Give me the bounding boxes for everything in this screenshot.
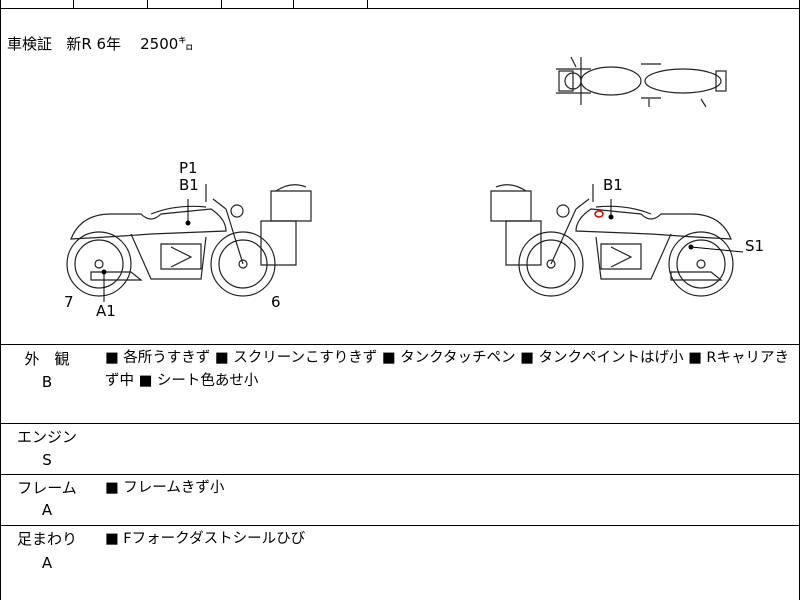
- motorcycle-top-view: [556, 56, 727, 108]
- mark-b1-right: B1: [603, 176, 623, 194]
- grade: B: [41, 373, 53, 391]
- condition-row-engine: エンジン S: [1, 424, 799, 475]
- category-label: 外 観: [24, 350, 70, 368]
- header-cell: [147, 0, 222, 8]
- condition-row-suspension: 足まわり A ■ Fフォークダストシールひび: [1, 526, 799, 600]
- category-label: 足まわり: [16, 530, 77, 548]
- motorcycle-right-view: [490, 184, 734, 297]
- grade: A: [41, 554, 53, 572]
- header-strip: [1, 0, 799, 9]
- registration-value: 新R 6年: [66, 35, 122, 53]
- condition-items: ■ Fフォークダストシールひび: [105, 531, 306, 547]
- condition-items: ■ フレームきず小: [105, 480, 225, 496]
- damage-diagram: 車検証 新R 6年 2500㌔: [1, 9, 799, 345]
- leader-lines: [101, 199, 744, 302]
- mark-s1: S1: [745, 237, 765, 255]
- grade: A: [41, 501, 53, 519]
- condition-row-frame: フレーム A ■ フレームきず小: [1, 475, 799, 526]
- registration-info: 車検証 新R 6年 2500㌔: [7, 33, 193, 54]
- damage-marker: [594, 210, 604, 218]
- mark-b1-left: B1: [179, 176, 199, 194]
- registration-label: 車検証: [7, 35, 53, 53]
- category-label: エンジン: [16, 428, 77, 446]
- condition-items: ■ 各所うすきず ■ スクリーンこすりきず ■ タンクタッチペン ■ タンクペイ…: [105, 350, 789, 389]
- header-cell: [1, 0, 74, 8]
- condition-row-exterior: 外 観 B ■ 各所うすきず ■ スクリーンこすりきず ■ タンクタッチペン ■…: [1, 345, 799, 424]
- mark-6: 6: [271, 293, 281, 311]
- header-cell: [293, 0, 368, 8]
- header-cell: [73, 0, 148, 8]
- mark-p1: P1: [179, 159, 198, 177]
- mileage: 2500㌔: [140, 35, 194, 53]
- grade: S: [42, 451, 52, 469]
- motorcycle-left-view: [66, 184, 312, 297]
- mark-a1: A1: [96, 302, 116, 320]
- category-label: フレーム: [17, 479, 77, 497]
- header-cell: [221, 0, 294, 8]
- mark-7: 7: [64, 293, 74, 311]
